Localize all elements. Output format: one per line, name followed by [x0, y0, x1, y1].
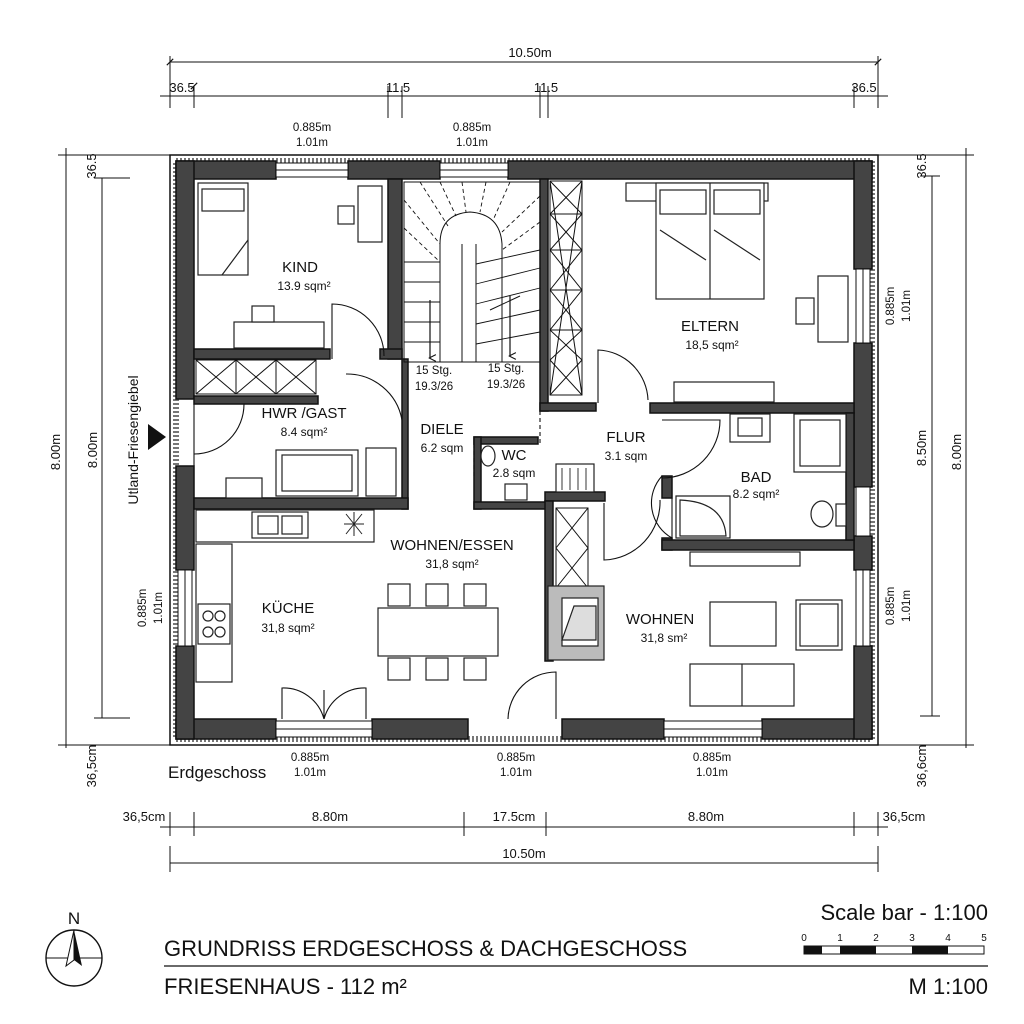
room-bad-area: 8.2 sqm² [733, 487, 780, 501]
dim-top-seg-2: 11.5 [386, 80, 410, 95]
scale-tick-5: 5 [981, 933, 987, 944]
right-window-1-height: 1.01m [901, 290, 913, 322]
room-wohnen-essen-name: WOHNEN/ESSEN [390, 537, 513, 554]
left-window-height: 1.01m [153, 592, 165, 624]
entrance-label: Utland-Friesengiebel [125, 375, 141, 504]
stair-left-ratio: 19.3/26 [415, 381, 453, 393]
room-bad-name: BAD [741, 469, 772, 486]
scale-bar: Scale bar - 1:100 0 1 2 3 4 5 M 1:100 [801, 900, 988, 999]
top-window-2-height: 1.01m [456, 137, 488, 149]
scale-tick-1: 1 [837, 933, 843, 944]
stair-right-steps: 15 Stg. [488, 363, 524, 375]
room-diele-name: DIELE [420, 421, 463, 438]
room-labels: KIND 13.9 sqm² ELTERN 18,5 sqm² HWR /GAS… [261, 259, 779, 645]
stair-right-ratio: 19.3/26 [487, 379, 525, 391]
room-wc-area: 2.8 sqm [493, 466, 536, 480]
dim-left-outer: 8.00m [48, 434, 63, 470]
scale-tick-2: 2 [873, 933, 879, 944]
dim-bottom-seg-4: 8.80m [688, 809, 724, 824]
dim-right-inner: 8.50m [914, 430, 929, 466]
furniture [195, 182, 849, 707]
right-window-2-height: 1.01m [901, 590, 913, 622]
dimension-lines [58, 56, 974, 872]
room-diele-area: 6.2 sqm [421, 441, 464, 455]
subtitle: FRIESENHAUS - 112 m² [164, 974, 407, 999]
dim-left-inner: 8.00m [85, 432, 100, 468]
dim-right-bottom: 36,6cm [914, 745, 929, 788]
bottom-window-3-width: 0.885m [693, 752, 731, 764]
bottom-window-2-height: 1.01m [500, 767, 532, 779]
room-kind-name: KIND [282, 259, 318, 276]
room-hwr-name: HWR /GAST [262, 405, 347, 422]
top-window-1-width: 0.885m [293, 122, 331, 134]
room-wc-name: WC [502, 447, 527, 464]
bottom-window-1-height: 1.01m [294, 767, 326, 779]
dim-right-outer: 8.00m [949, 434, 964, 470]
scale-bar-label: Scale bar - 1:100 [820, 900, 988, 925]
windows [177, 162, 871, 738]
stair-left-steps: 15 Stg. [416, 365, 452, 377]
dim-bottom-seg-5: 36,5cm [883, 809, 926, 824]
room-hwr-area: 8.4 sqm² [281, 425, 328, 439]
outer-walls [169, 154, 879, 746]
dim-top-seg-4: 36.5 [851, 80, 876, 95]
room-wohnen-area: 31,8 sm² [641, 631, 688, 645]
top-window-1-height: 1.01m [296, 137, 328, 149]
staircase [403, 181, 541, 363]
right-window-2-width: 0.885m [885, 587, 897, 625]
north-letter: N [68, 909, 80, 928]
scale-tick-0: 0 [801, 933, 807, 944]
bottom-window-2-width: 0.885m [497, 752, 535, 764]
scale-ratio: M 1:100 [909, 974, 989, 999]
dim-top-seg-3: 11.5 [534, 80, 558, 95]
dim-left-top: 36.5 [84, 153, 99, 178]
bottom-window-3-height: 1.01m [696, 767, 728, 779]
room-flur-name: FLUR [606, 429, 645, 446]
north-arrow: N [45, 909, 103, 987]
entrance-marker: Utland-Friesengiebel [125, 375, 166, 505]
dim-bottom-seg-1: 36,5cm [123, 809, 166, 824]
room-kueche-area: 31,8 sqm² [261, 621, 314, 635]
inner-walls [193, 178, 855, 662]
dim-bottom-seg-2: 8.80m [312, 809, 348, 824]
entrance-arrow-icon [148, 424, 166, 450]
right-window-1-width: 0.885m [885, 287, 897, 325]
bottom-window-1-width: 0.885m [291, 752, 329, 764]
dim-bottom-total: 10.50m [502, 846, 545, 861]
left-window-width: 0.885m [137, 589, 149, 627]
room-eltern-area: 18,5 sqm² [685, 338, 738, 352]
top-window-2-width: 0.885m [453, 122, 491, 134]
room-kind-area: 13.9 sqm² [277, 279, 330, 293]
dim-left-bottom: 36,5cm [84, 745, 99, 788]
room-eltern-name: ELTERN [681, 318, 739, 335]
room-wohnen-essen-area: 31,8 sqm² [425, 557, 478, 571]
dim-bottom-seg-3: 17.5cm [493, 809, 536, 824]
dim-top-seg-1: 36.5 [169, 80, 194, 95]
room-kueche-name: KÜCHE [262, 599, 315, 617]
floor-label: Erdgeschoss [168, 763, 266, 782]
title: GRUNDRISS ERDGESCHOSS & DACHGESCHOSS [164, 936, 687, 961]
doors [193, 303, 721, 720]
room-flur-area: 3.1 sqm [605, 449, 648, 463]
scale-tick-3: 3 [909, 933, 915, 944]
dim-right-top: 36.5 [914, 153, 929, 178]
scale-tick-4: 4 [945, 933, 951, 944]
dim-top-total: 10.50m [508, 45, 551, 60]
room-wohnen-name: WOHNEN [626, 611, 694, 628]
dimension-labels: 10.50m 36.5 11.5 11.5 36.5 0.885m 1.01m … [48, 45, 964, 861]
